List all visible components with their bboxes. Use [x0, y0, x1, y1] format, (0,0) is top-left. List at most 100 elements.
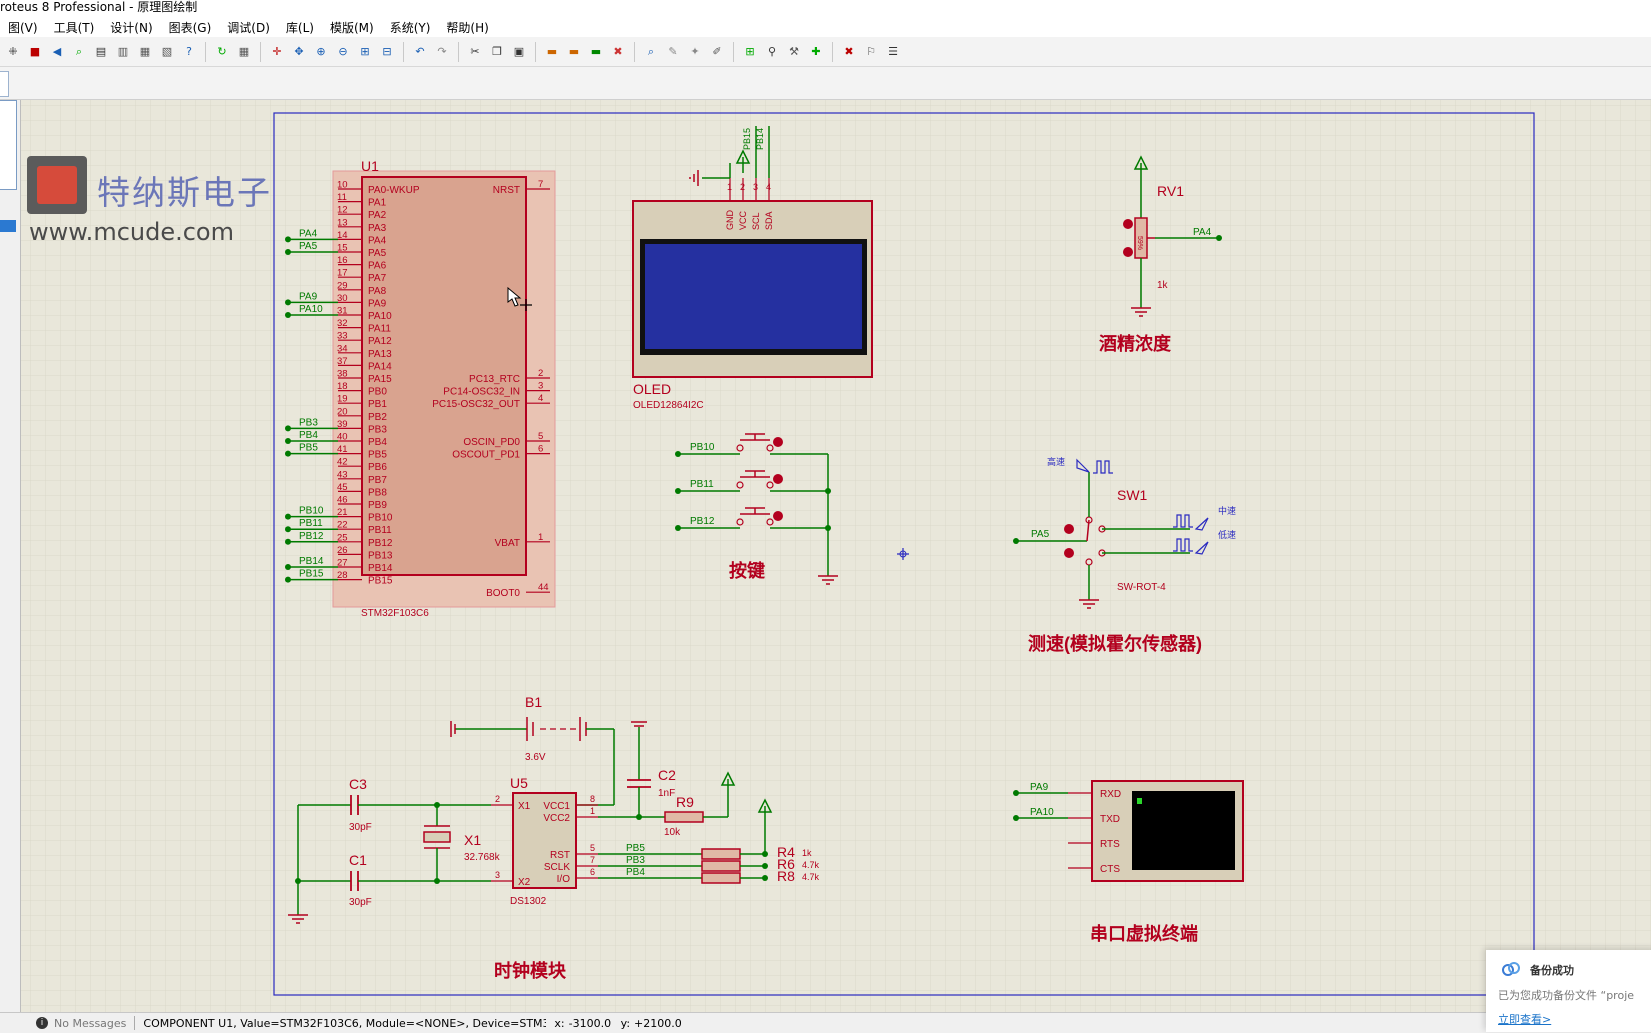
back-icon[interactable]: ◀: [52, 45, 62, 58]
new-sheet-icon[interactable]: ✚: [811, 45, 821, 58]
u5-ref: U5: [510, 775, 528, 791]
grid-icon[interactable]: ▦: [238, 45, 250, 58]
origin-icon[interactable]: ✛: [272, 45, 282, 58]
print-icon[interactable]: ▧: [161, 45, 173, 58]
u1-pin-num: 40: [337, 432, 348, 443]
package-tool-icon[interactable]: ✦: [690, 45, 700, 58]
u1-rpin-num: 1: [538, 532, 543, 543]
zoom-in-icon[interactable]: ⊕: [316, 45, 326, 58]
menu-item-4[interactable]: 调试(D): [227, 20, 270, 35]
u1-pin-name: PA3: [368, 223, 387, 234]
r8-value: 4.7k: [802, 872, 820, 882]
b1-value: 3.6V: [525, 752, 546, 763]
c1-value: 30pF: [349, 897, 372, 908]
clock-mid-icon: [1173, 514, 1193, 528]
menu-item-8[interactable]: 帮助(H): [446, 20, 489, 35]
block-delete-icon[interactable]: ✖: [613, 45, 623, 58]
u1-pin-name: PA15: [368, 374, 392, 385]
key-button-icon: [773, 474, 783, 484]
block-rotate-icon[interactable]: ▬: [590, 45, 602, 58]
search-icon[interactable]: ⚲: [767, 45, 777, 58]
toast-link[interactable]: 立即查看>: [1498, 1013, 1552, 1026]
menu-item-7[interactable]: 系统(Y): [389, 20, 431, 35]
keys-title: 按键: [729, 560, 765, 581]
import-icon[interactable]: ▥: [117, 45, 129, 58]
delete-sheet-icon[interactable]: ✖: [844, 45, 854, 58]
sw1-knob-up-icon: [1064, 524, 1074, 534]
menu-item-3[interactable]: 图表(G): [168, 20, 212, 35]
sw1-high-probe: [1076, 458, 1090, 473]
undo-icon[interactable]: ↶: [415, 45, 425, 58]
u1-pin-num: 16: [337, 255, 348, 266]
u1-rpin-name: PC15-OSC32_OUT: [432, 399, 520, 410]
grid-snap-icon[interactable]: ⁜: [8, 45, 18, 58]
save-icon[interactable]: ▤: [95, 45, 107, 58]
u1-rpin-name: VBAT: [495, 538, 520, 549]
r8-junction: [762, 875, 768, 881]
oled-pin-name: SCL: [751, 212, 761, 230]
zoom-fit-icon[interactable]: ⌕: [75, 44, 83, 58]
overview-window[interactable]: [0, 100, 17, 190]
oled-ref: OLED: [633, 381, 671, 397]
make-device-icon[interactable]: ✎: [668, 45, 678, 58]
cut-icon[interactable]: ✂: [470, 45, 480, 58]
zoom-area-icon[interactable]: ⊟: [382, 45, 392, 58]
cloud-icon: [1502, 962, 1520, 976]
x1-junction: [434, 802, 440, 808]
rv1-out-end: [1216, 235, 1222, 241]
terminal-net-end: [1013, 815, 1019, 821]
help-icon[interactable]: ?: [186, 45, 192, 58]
zoom-all-icon[interactable]: ⊞: [360, 45, 370, 58]
terminal-title: 串口虚拟终端: [1090, 923, 1198, 944]
r6-junction: [762, 863, 768, 869]
u1-pin-num: 26: [337, 545, 348, 556]
osc-junction: [295, 878, 301, 884]
menu-item-0[interactable]: 图(V): [8, 20, 38, 35]
info-icon[interactable]: i: [36, 1017, 48, 1029]
u1-rpin-name: PC14-OSC32_IN: [443, 387, 520, 398]
r9-vcc-arrow: [720, 771, 736, 786]
u1-pin-name: PB5: [368, 450, 387, 461]
wire-autorouter-icon[interactable]: ⊞: [745, 45, 755, 58]
u1-rpin-num: 44: [538, 582, 549, 593]
pick-device-icon[interactable]: ⌕: [647, 44, 655, 58]
paste-icon[interactable]: ▣: [513, 45, 525, 58]
block-copy-icon[interactable]: ▬: [546, 45, 558, 58]
menu-item-6[interactable]: 模版(M): [329, 20, 374, 35]
r4-net: PB5: [626, 843, 645, 854]
messages-status[interactable]: No Messages: [54, 1016, 127, 1030]
menu-item-5[interactable]: 库(L): [285, 20, 314, 35]
refresh-icon[interactable]: ↻: [217, 45, 227, 58]
zoom-out-icon[interactable]: ⊖: [338, 45, 348, 58]
device-selector-highlight[interactable]: [0, 220, 16, 232]
copy-icon[interactable]: ❐: [492, 45, 502, 58]
redo-icon[interactable]: ↷: [437, 45, 447, 58]
bom-icon[interactable]: ☰: [888, 45, 898, 58]
r6-body: [701, 860, 741, 872]
left-panel[interactable]: [0, 100, 21, 1012]
menu-item-2[interactable]: 设计(N): [110, 20, 153, 35]
property-assign-icon[interactable]: ⚒: [789, 45, 799, 58]
key-contact-right: [766, 444, 774, 452]
sheet-tab[interactable]: [0, 71, 9, 97]
u1-net-label: PB10: [299, 506, 324, 517]
export-icon[interactable]: ▦: [139, 45, 151, 58]
c3-value: 30pF: [349, 822, 372, 833]
u5-lpin-num: 2: [495, 794, 500, 804]
key-button-icon: [773, 437, 783, 447]
sw1-part: SW-ROT-4: [1117, 582, 1166, 593]
backup-toast[interactable]: 备份成功 已为您成功备份文件 “proje 立即查看>: [1486, 950, 1651, 1032]
u5-rpin-name: SCLK: [544, 862, 570, 873]
terminal-pin-name: RXD: [1100, 789, 1121, 800]
u1-net-end: [285, 564, 291, 570]
key-junction: [825, 525, 831, 531]
stop-icon[interactable]: ■: [29, 45, 41, 58]
pan-icon[interactable]: ✥: [294, 45, 304, 58]
goto-sheet-icon[interactable]: ⚐: [866, 45, 876, 58]
menu-item-1[interactable]: 工具(T): [53, 20, 95, 35]
key-contact-left: [736, 481, 744, 489]
decompose-icon[interactable]: ✐: [712, 45, 722, 58]
block-move-icon[interactable]: ▬: [568, 45, 580, 58]
